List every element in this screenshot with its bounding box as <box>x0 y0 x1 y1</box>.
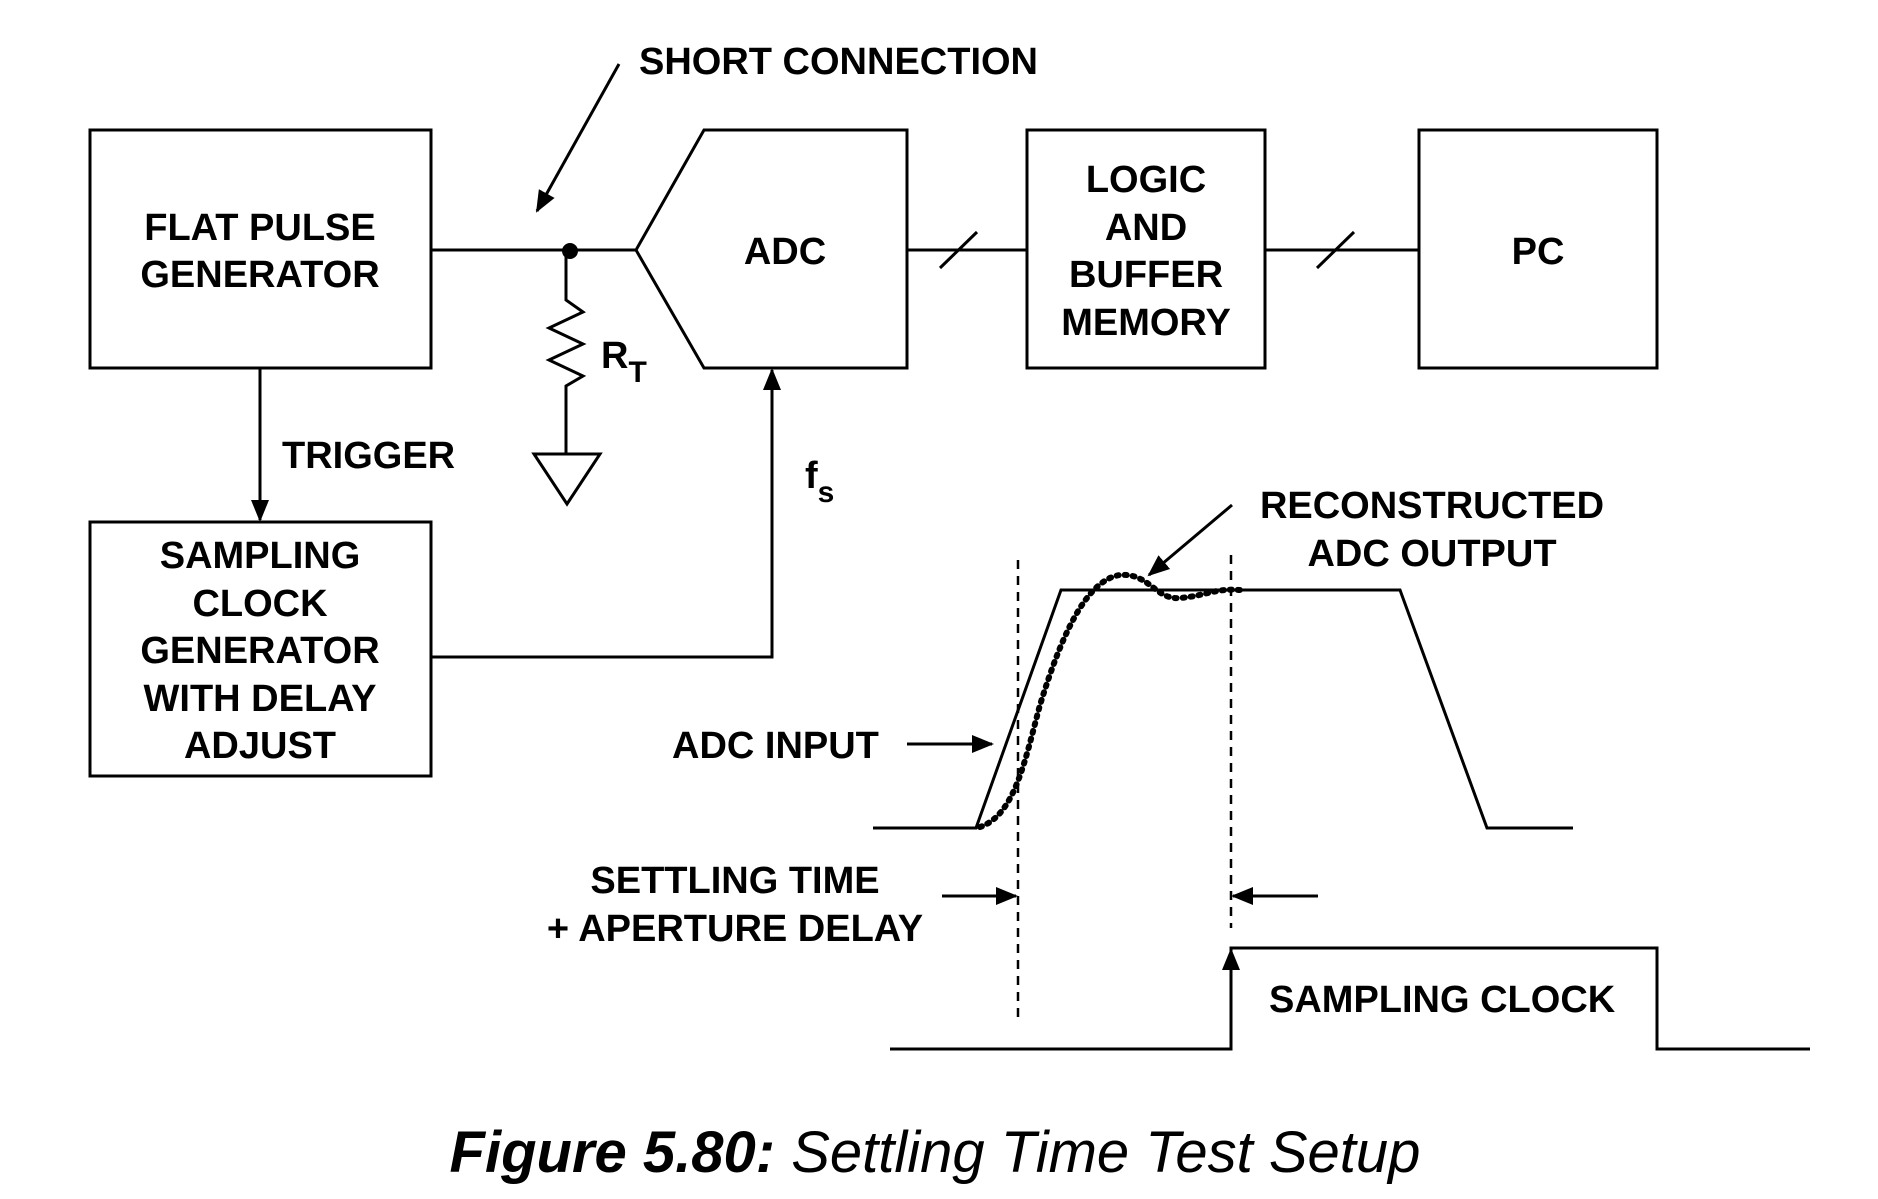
reconstructed-output-arrow <box>1147 503 1233 577</box>
junction-dot <box>562 243 578 259</box>
bus-slash-1 <box>938 230 979 270</box>
pulse-gen-label-line1: FLAT PULSE <box>144 207 376 249</box>
fs-clock-wire <box>431 368 781 659</box>
sampling-clock-label: SAMPLING CLOCK <box>1269 979 1616 1021</box>
ground-symbol <box>531 452 603 507</box>
reconstructed-label-line2: ADC OUTPUT <box>1307 533 1556 575</box>
reconstructed-adc-output-waveform <box>977 571 1243 830</box>
rt-label: RT <box>601 335 647 389</box>
signal-wiring <box>251 230 1419 659</box>
logic-label-line4: MEMORY <box>1061 302 1231 344</box>
adc-input-waveform <box>873 588 1573 830</box>
short-connection-arrow <box>535 63 621 213</box>
clock-gen-label-line3: GENERATOR <box>140 630 379 672</box>
trigger-label: TRIGGER <box>282 435 455 477</box>
settling-label-line1: SETTLING TIME <box>590 860 879 902</box>
figure-caption: Figure 5.80: Settling Time Test Setup <box>450 1120 1421 1185</box>
reconstructed-label-line1: RECONSTRUCTED <box>1260 485 1604 527</box>
clock-gen-label-line5: ADJUST <box>184 725 336 767</box>
clock-gen-label-line4: WITH DELAY <box>144 678 377 720</box>
termination-resistor-rt <box>531 251 603 507</box>
pc-label: PC <box>1512 231 1565 273</box>
clock-gen-label-line1: SAMPLING <box>160 535 361 577</box>
figure-title: Settling Time Test Setup <box>775 1120 1420 1185</box>
figure-number: Figure 5.80: <box>450 1120 776 1185</box>
short-connection-label: SHORT CONNECTION <box>639 41 1038 83</box>
settling-label-line2: + APERTURE DELAY <box>547 908 923 950</box>
logic-label-line1: LOGIC <box>1086 159 1206 201</box>
adc-input-label: ADC INPUT <box>672 725 879 767</box>
pc-block: PC <box>1417 128 1659 370</box>
bus-slash-2 <box>1315 230 1356 270</box>
logic-buffer-memory-block: LOGIC AND BUFFER MEMORY <box>1025 128 1267 370</box>
sampling-clock-waveform <box>890 946 1810 1051</box>
logic-label-line2: AND <box>1105 207 1187 249</box>
fs-label: fs <box>805 455 834 509</box>
clock-gen-label-line2: CLOCK <box>192 583 328 625</box>
pulse-gen-label-line2: GENERATOR <box>140 254 379 296</box>
logic-label-line3: BUFFER <box>1069 254 1223 296</box>
adc-block: ADC <box>634 128 909 370</box>
flat-pulse-generator-block: FLAT PULSE GENERATOR <box>88 128 433 370</box>
timing-diagram <box>873 503 1810 1051</box>
adc-label: ADC <box>744 231 826 273</box>
sampling-clock-generator-block: SAMPLING CLOCK GENERATOR WITH DELAY ADJU… <box>88 520 433 778</box>
